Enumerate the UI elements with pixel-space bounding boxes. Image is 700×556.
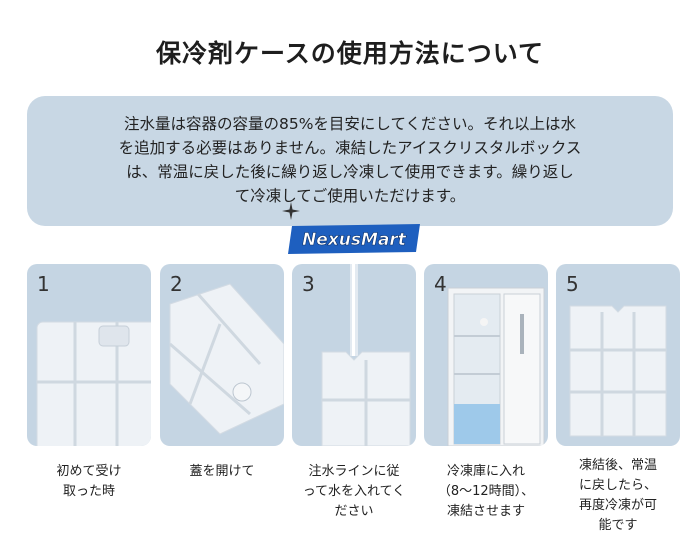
step-card-2: 2 [160,264,284,446]
step-number: 1 [37,272,50,296]
step-caption-3: 注水ラインに従 って水を入れてく ださい [292,462,416,522]
brand-logo-text: NexusMart [302,230,407,250]
caption-line: 初めて受け [56,464,122,479]
caption-line: 能です [598,518,638,533]
info-line: を追加する必要はありません。凍結したアイスクリスタルボックス [118,139,582,157]
caption-line: 冷凍庫に入れ [446,464,525,479]
frozen-ice-pack-image [569,305,667,437]
step-caption-4: 冷凍庫に入れ （8〜12時間）、 凍結させます [424,462,548,522]
brand-logo: NexusMart [288,224,420,254]
step-caption-5: 凍結後、常温 に戻したら、 再度冷凍が可 能です [556,456,680,536]
step-card-1: 1 [27,264,151,446]
page-title: 保冷剤ケースの使用方法について [155,39,544,68]
caption-line: 凍結させます [446,504,525,519]
step-card-4: 4 [424,264,548,446]
caption-line: 蓋を開けて [189,464,255,479]
sparkle-icon [282,202,300,220]
ice-pack-open-image [169,283,284,435]
info-line: は、常温に戻した後に繰り返し冷凍して使用できます。繰り返し [126,163,574,181]
info-panel [27,96,673,226]
step-caption-1: 初めて受け 取った時 [27,462,151,502]
info-line: 注水量は容器の容量の85%を目安にしてください。それ以上は水 [123,115,577,133]
step-caption-2: 蓋を開けて [160,462,284,482]
caption-line: 再度冷凍が可 [578,498,657,513]
caption-line: に戻したら、 [578,478,657,493]
caption-line: （8〜12時間）、 [437,484,535,499]
freezer-image [447,287,545,446]
step-number: 4 [434,272,447,296]
caption-line: って水を入れてく [302,484,406,499]
caption-line: ださい [334,504,374,519]
step-number: 5 [566,272,579,296]
step-number: 2 [170,272,183,296]
caption-line: 注水ラインに従 [308,464,400,479]
ice-pack-image [36,321,151,446]
water-filling-image [321,264,411,446]
info-text: 注水量は容器の容量の85%を目安にしてください。それ以上は水 を追加する必要はあ… [60,112,640,208]
caption-line: 凍結後、常温 [578,458,657,473]
step-card-5: 5 [556,264,680,446]
info-line: て冷凍してご使用いただけます。 [234,187,466,205]
step-card-3: 3 [292,264,416,446]
step-number: 3 [302,272,315,296]
caption-line: 取った時 [62,484,115,499]
